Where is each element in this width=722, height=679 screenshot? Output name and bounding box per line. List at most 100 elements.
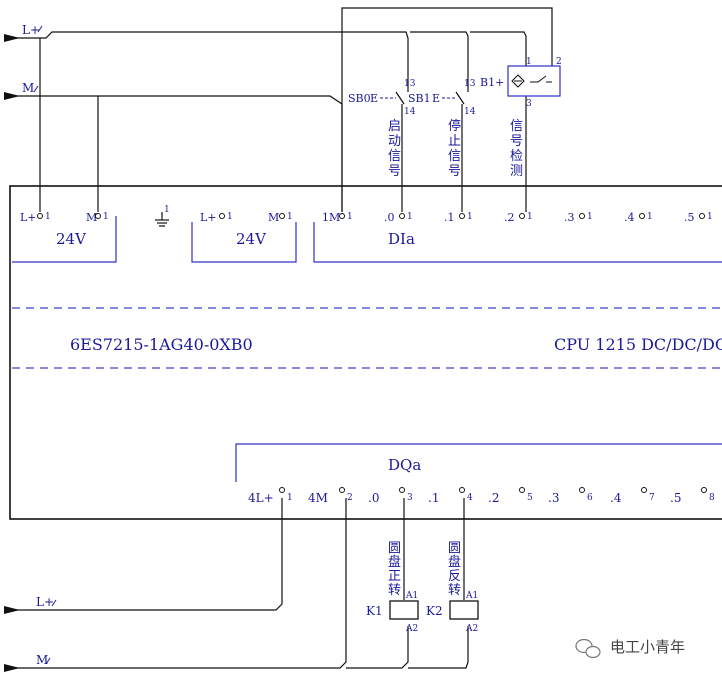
di-terminal-label: .5 [684, 211, 695, 224]
svg-text:停: 停 [448, 118, 461, 134]
svg-text:1: 1 [45, 212, 51, 222]
dq-terminal-pin: 4 [467, 493, 473, 503]
stop-signal-label: 停 止 信 号 [448, 118, 461, 179]
dq-terminal-label: 4L+ [248, 491, 274, 505]
power-group-2: L+ 1 M 1 24V [191, 211, 297, 263]
svg-text:盘: 盘 [388, 554, 401, 570]
dq-terminal-label: .0 [368, 491, 379, 505]
dq-terminal-label: 4M [308, 491, 328, 505]
top-m-wire [8, 95, 343, 212]
di-terminal-connector [639, 213, 645, 219]
arrow-top-m [4, 92, 20, 100]
rail-label-top-lplus: L+ [22, 23, 40, 37]
power-group-1: L+ 1 M 1 24V [12, 211, 117, 263]
dq-terminal: .1 4 [428, 487, 473, 505]
svg-text:1: 1 [287, 212, 293, 222]
dq-terminal-connector [641, 487, 647, 493]
svg-text:圆: 圆 [388, 541, 401, 556]
svg-text:L+: L+ [200, 211, 217, 224]
k2-label: K2 [426, 604, 443, 618]
b1-body [507, 65, 561, 97]
svg-text:1: 1 [103, 212, 109, 222]
svg-text:信: 信 [510, 119, 523, 134]
dq-terminal-pin: 8 [709, 493, 715, 503]
watermark: 电工小青年 [575, 638, 685, 659]
dq-terminal-pin: 5 [527, 493, 533, 503]
di-terminal: .4 1 [624, 211, 653, 224]
svg-text:信: 信 [388, 149, 401, 164]
k2-function-label: 圆 盘 反 转 [448, 541, 461, 598]
ground-icon [155, 212, 169, 227]
di-terminal-label: .2 [504, 211, 515, 224]
svg-text:信: 信 [448, 149, 461, 164]
di-terminal-pin: 1 [467, 212, 473, 222]
dq-terminal-label: .1 [428, 491, 439, 505]
svg-text:号: 号 [510, 134, 523, 149]
di-terminal-label: .1 [444, 211, 455, 224]
dq-terminal: .4 7 [610, 487, 655, 505]
dq-terminal-label: .5 [670, 491, 681, 505]
di-terminal-pin: 1 [587, 212, 593, 222]
plc-body [9, 185, 722, 520]
arrow-bottom-m [4, 664, 20, 672]
dq-terminal-label: .4 [610, 491, 622, 505]
svg-text:1M: 1M [322, 211, 340, 224]
dq-terminal-label: .3 [548, 491, 559, 505]
rail-label-bottom-lplus: L+ [36, 595, 54, 609]
svg-text:1: 1 [347, 212, 353, 222]
sb0-pin13: 13 [404, 79, 416, 89]
dq-terminal-connector [279, 487, 285, 493]
k1-function-label: 圆 盘 正 转 [388, 541, 401, 598]
common-loop-wire [341, 7, 553, 212]
dq-terminal: 4L+1 [248, 487, 293, 505]
svg-text:M: M [86, 211, 97, 224]
di-terminal-pin: 1 [647, 212, 653, 222]
di-terminal-connector [519, 213, 525, 219]
b1-proximity-sensor: B1+ 1 2 3 [480, 57, 562, 109]
k2-coil [449, 600, 479, 620]
sb0-label: SB0 [348, 92, 371, 105]
svg-text:1: 1 [227, 212, 233, 222]
arrowheads [4, 34, 20, 672]
di-terminal-label: .3 [564, 211, 575, 224]
svg-text:检: 检 [510, 149, 523, 164]
b1-pin3: 3 [526, 99, 532, 109]
dq-terminal-label: .2 [488, 491, 499, 505]
sb0-pin14: 14 [404, 107, 416, 117]
k2-relay: 圆 盘 反 转 A1 K2 A2 [426, 541, 479, 634]
svg-text:盘: 盘 [448, 554, 461, 570]
svg-text:A1: A1 [405, 591, 418, 601]
di-terminal-label: .4 [624, 211, 635, 224]
svg-text:转: 转 [388, 583, 401, 598]
svg-text:L+: L+ [20, 211, 37, 224]
svg-text:M: M [268, 211, 279, 224]
sb0-actuator: E [370, 92, 378, 105]
di-terminal: .5 1 [684, 211, 713, 224]
dq-group-label: DQa [388, 456, 421, 474]
dq-terminal-connector [459, 487, 465, 493]
b1-pin2: 2 [556, 57, 562, 67]
di-group-label: DIa [388, 230, 415, 248]
sb1-pin13: 13 [464, 79, 476, 89]
dq-terminal: .2 5 [488, 487, 533, 505]
top-lplus-branch-b [470, 31, 527, 66]
start-signal-label: 启 动 信 号 [388, 119, 401, 179]
ground-pin: 1 [164, 205, 170, 215]
dq-terminal-connector [579, 487, 585, 493]
svg-text:启: 启 [388, 119, 401, 134]
di-terminal-pin: 1 [707, 212, 713, 222]
bottom-m-k2 [408, 626, 469, 669]
bottom-m-wire [8, 498, 347, 669]
dq-terminal-connector [339, 487, 345, 493]
dq-terminal-connector [519, 487, 525, 493]
dq-terminal-pin: 7 [649, 493, 655, 503]
dq-terminal: .5 8 [670, 487, 715, 505]
wechat-icon [575, 638, 601, 659]
